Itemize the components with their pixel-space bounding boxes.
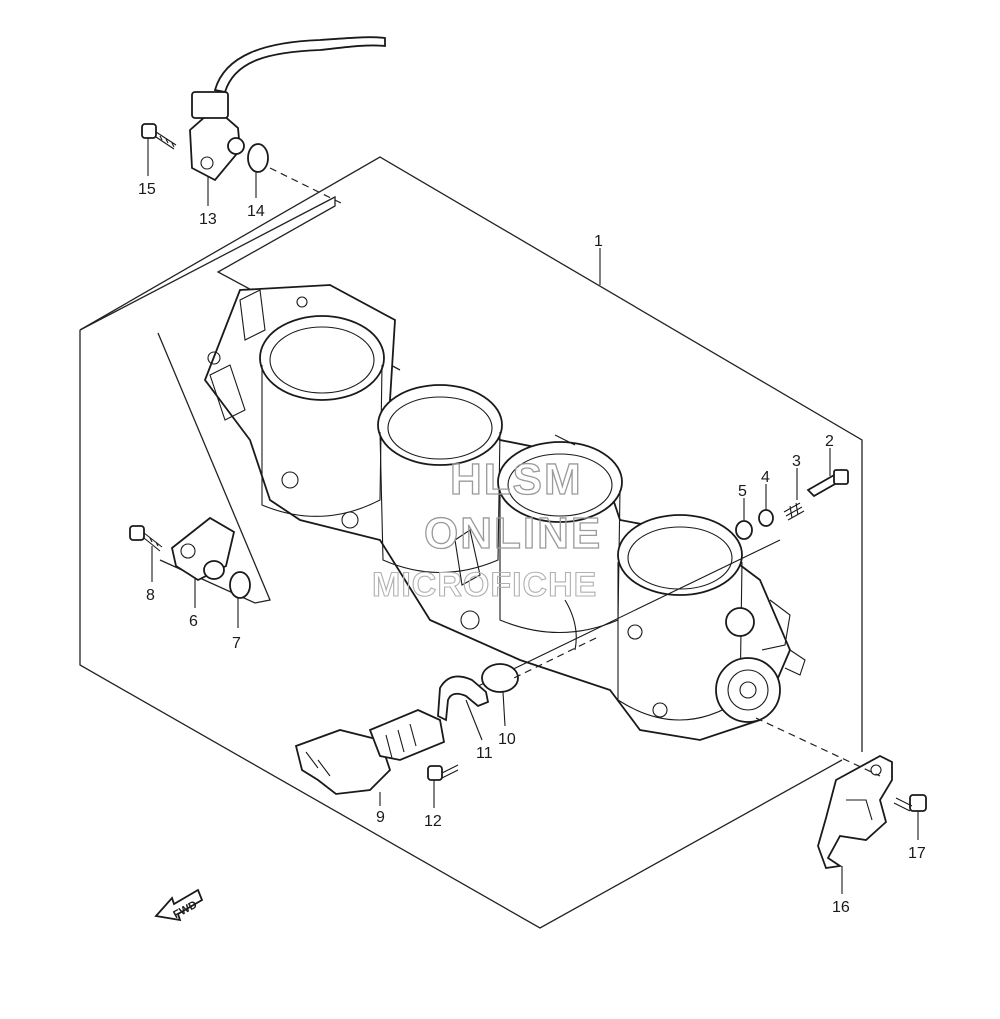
- leader-lines: [147, 138, 919, 894]
- callout-16: 16: [832, 899, 850, 916]
- sensor-6: [170, 516, 236, 582]
- callout-7: 7: [232, 635, 241, 652]
- watermark: HLSM ONLINE MICROFICHE: [371, 454, 602, 604]
- callout-6: 6: [189, 613, 198, 630]
- callout-3: 3: [792, 453, 801, 470]
- callout-17: 17: [908, 845, 926, 862]
- callout-5: 5: [738, 483, 747, 500]
- callout-15: 15: [138, 181, 156, 198]
- washer-4: [758, 509, 774, 527]
- fwd-arrow-icon: FWD: [154, 888, 204, 921]
- bracket-16: [817, 754, 893, 869]
- o-ring-14: [247, 143, 269, 173]
- assembly-frame: [79, 156, 863, 929]
- screw-8: [129, 525, 163, 552]
- phantom-line-o-ring: [513, 637, 597, 679]
- bolt-2: [806, 469, 849, 498]
- callout-1: 1: [594, 233, 603, 250]
- throttle-body-assembly: [203, 284, 806, 741]
- spring-3: [783, 502, 805, 521]
- phantom-line-bracket: [755, 717, 881, 777]
- clamp-11: [437, 675, 490, 722]
- o-ring-10: [481, 663, 519, 693]
- callout-11: 11: [476, 745, 493, 762]
- phantom-line-sensor: [269, 167, 346, 206]
- idle-control-valve-9: [294, 709, 446, 795]
- watermark-line-3: MICROFICHE: [372, 566, 597, 604]
- watermark-line-2: ONLINE: [424, 509, 602, 558]
- callout-4: 4: [761, 469, 770, 486]
- callout-10: 10: [498, 731, 516, 748]
- o-ring-5: [735, 520, 753, 540]
- callout-9: 9: [376, 809, 385, 826]
- o-ring-7: [229, 571, 251, 599]
- bolt-17: [893, 794, 927, 812]
- screw-12: [427, 764, 459, 781]
- throttle-position-sensor-13: [189, 36, 386, 182]
- callout-13: 13: [199, 211, 217, 228]
- callout-labels: 1 2 3 4 5 6 7 8 9 10 11 12 13 14 15 16 1…: [138, 181, 926, 916]
- callout-12: 12: [424, 813, 442, 830]
- callout-8: 8: [146, 587, 155, 604]
- screw-15: [141, 123, 177, 150]
- watermark-line-1: HLSM: [450, 455, 583, 504]
- callout-2: 2: [825, 433, 834, 450]
- callout-14: 14: [247, 203, 265, 220]
